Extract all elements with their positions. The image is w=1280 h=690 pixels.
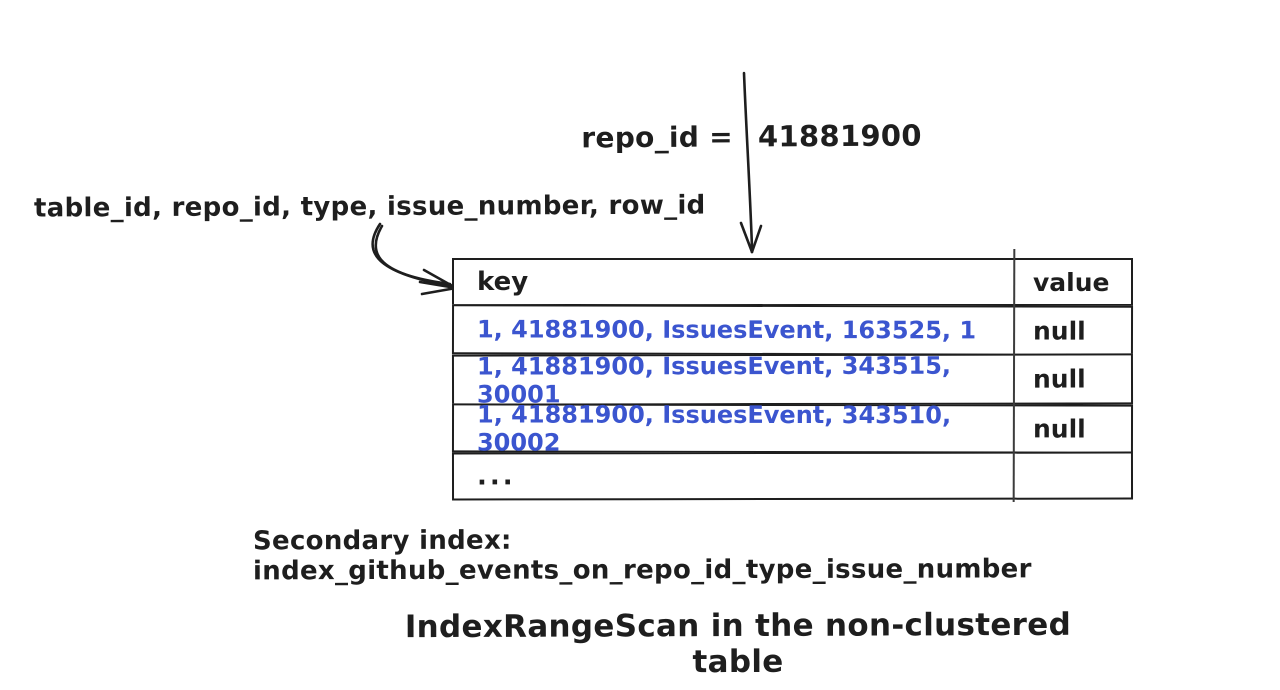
diagram-title: IndexRangeScan in the non-clustered tabl… <box>404 606 1072 681</box>
index-table: key value 1, 41881900, IssuesEvent, 1635… <box>451 248 1134 503</box>
table-row: 1, 41881900, IssuesEvent, 343515, 30001 … <box>451 351 1134 408</box>
key-tuple: 1, 41881900, IssuesEvent, 163525, 1 <box>476 315 977 345</box>
index-key-columns-label: table_id, repo_id, type, issue_number, r… <box>33 190 706 224</box>
table-row: 1, 41881900, IssuesEvent, 163525, 1 null <box>451 304 1134 356</box>
value-cell <box>1016 454 1131 498</box>
table-row-ellipsis: ... <box>451 451 1134 501</box>
value-column-header: value <box>1033 267 1110 297</box>
value-cell: null <box>1032 316 1086 346</box>
value-cell: null <box>1032 414 1086 444</box>
ellipsis-text: ... <box>476 461 516 492</box>
predicate-lhs-text: repo_id = <box>581 120 734 155</box>
down-arrow-icon <box>739 71 763 254</box>
predicate-rhs-text: 41881900 <box>757 118 922 154</box>
secondary-index-caption: Secondary index: index_github_events_on_… <box>252 525 1032 587</box>
table-row: 1, 41881900, IssuesEvent, 343510, 30002 … <box>451 400 1134 456</box>
key-tuple: 1, 41881900, IssuesEvent, 343510, 30002 <box>476 399 952 457</box>
key-column-header: key <box>477 267 529 297</box>
value-cell: null <box>1032 364 1086 394</box>
table-header-row: key value <box>452 258 1133 306</box>
curved-arrow-icon <box>371 222 458 296</box>
